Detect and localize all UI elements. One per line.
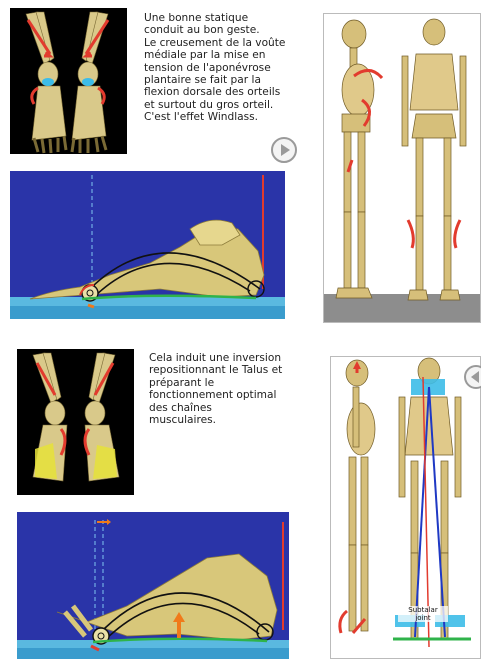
feet-inversion-image-bottom <box>17 349 134 495</box>
foot-lateral-render-top <box>10 171 285 319</box>
back-button[interactable] <box>464 365 481 389</box>
chevron-left-icon <box>466 367 481 387</box>
skeleton-render-top <box>323 13 481 323</box>
subtalar-joint-label: Subtalar joint <box>398 606 448 622</box>
play-button[interactable] <box>271 137 297 163</box>
foot-lateral-render-bottom <box>17 512 289 659</box>
play-icon <box>273 139 295 161</box>
windlass-description-text: Une bonne statique conduit au bon geste.… <box>144 12 319 124</box>
inversion-description-text: Cela induit une inversion repositionnant… <box>149 352 319 426</box>
feet-posterior-image-top <box>10 8 127 154</box>
